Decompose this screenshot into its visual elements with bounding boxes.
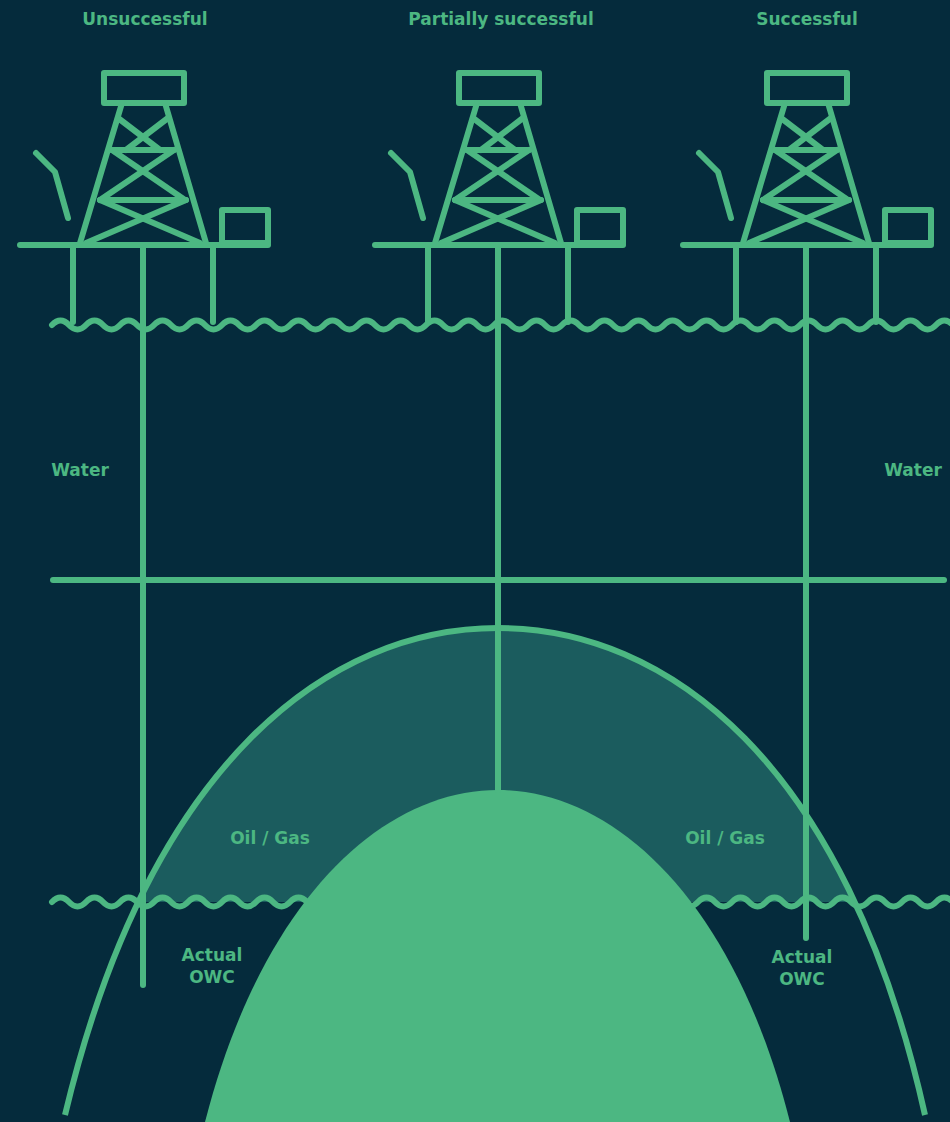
fluid-label: Oil / Gas [685,827,765,849]
rig-status: Successful [756,8,858,30]
contact-label: Actual OWC [767,944,837,992]
zone-label: Water [51,459,109,481]
well-successful [803,245,809,938]
rig-status: Unsuccessful [82,8,207,30]
zone-label: Water [884,459,942,481]
rig-icon [375,73,623,322]
rig-icon [20,73,268,322]
rig-icon [683,73,931,322]
rig-status: Partially successful [408,8,593,30]
fluid-label: Oil / Gas [230,827,310,849]
dome-rock [205,790,790,1122]
contact-label: Actual OWC [177,944,247,988]
well-unsuccessful [140,245,146,985]
well-partial [495,245,501,790]
